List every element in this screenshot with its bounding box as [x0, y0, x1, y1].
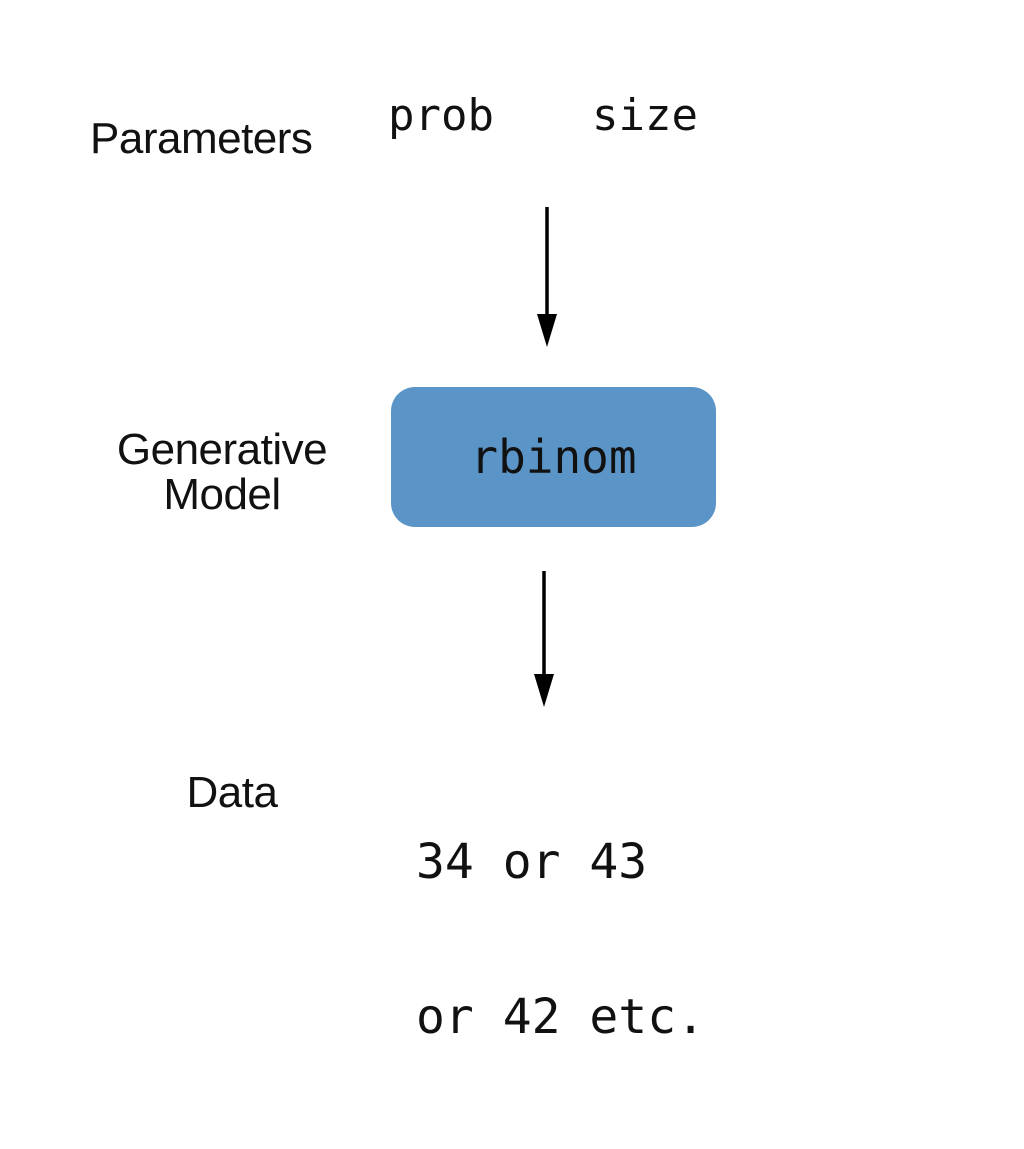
arrow-model-to-data [534, 571, 554, 707]
data-label: Data [186, 768, 278, 817]
generative-model-diagram: Parameters Generative Model Data prob si… [90, 90, 716, 1043]
generative-model-label: Generative Model [96, 425, 348, 519]
parameters-label: Parameters [90, 114, 313, 163]
data-output: 34 or 43 or 42 etc. [416, 733, 705, 1148]
data-output-line1: 34 or 43 [416, 833, 648, 890]
parameter-prob: prob [388, 90, 494, 141]
arrows-layer [534, 207, 557, 707]
parameter-size: size [592, 90, 698, 141]
generative-model-label-line2: Model [163, 469, 281, 519]
model-box: rbinom [391, 387, 716, 527]
data-output-line2: or 42 etc. [416, 989, 705, 1046]
model-function-name: rbinom [470, 430, 637, 484]
arrow-parameters-to-model [537, 207, 557, 347]
generative-model-label-line1: Generative [116, 425, 328, 474]
